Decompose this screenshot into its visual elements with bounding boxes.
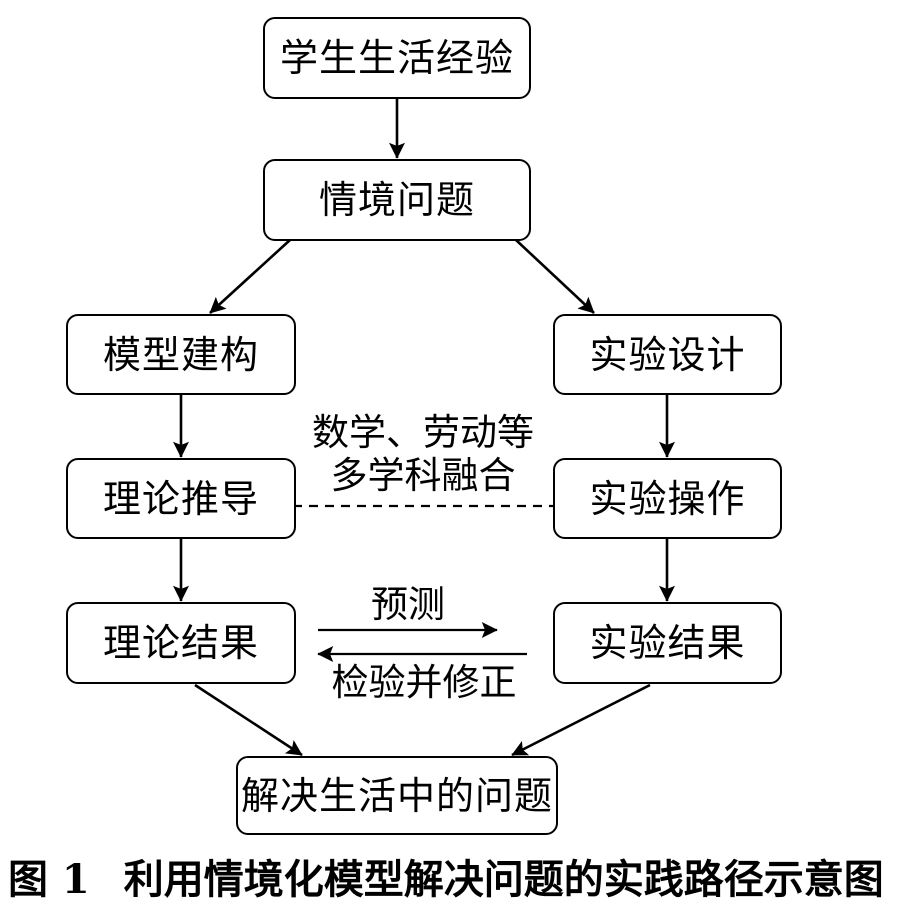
node-experiment-operation: 实验操作 <box>553 458 782 539</box>
arrow-theory-result-to-solve <box>194 683 303 757</box>
label-fusion-line2: 多学科融合 <box>330 454 516 497</box>
node-situation-problem: 情境问题 <box>263 159 531 241</box>
label-predict: 预测 <box>371 583 445 626</box>
node-model-construction: 模型建构 <box>66 314 296 395</box>
node-theory-result: 理论结果 <box>66 602 296 684</box>
label-verify-and-correct: 检验并修正 <box>331 661 517 704</box>
node-solve-real-problem: 解决生活中的问题 <box>236 756 558 835</box>
node-experiment-result: 实验结果 <box>553 602 782 684</box>
node-theory-derivation: 理论推导 <box>66 458 296 539</box>
figure-title: 利用情境化模型解决问题的实践路径示意图 <box>123 856 884 903</box>
node-student-experience: 学生生活经验 <box>263 17 531 99</box>
arrow-situation-to-model <box>209 239 291 314</box>
node-experiment-design: 实验设计 <box>553 314 782 395</box>
arrow-situation-to-design <box>515 239 595 314</box>
arrow-experiment-result-to-solve <box>511 683 651 757</box>
figure-number: 图 1 <box>8 856 90 903</box>
label-fusion-line1: 数学、劳动等 <box>312 411 534 454</box>
